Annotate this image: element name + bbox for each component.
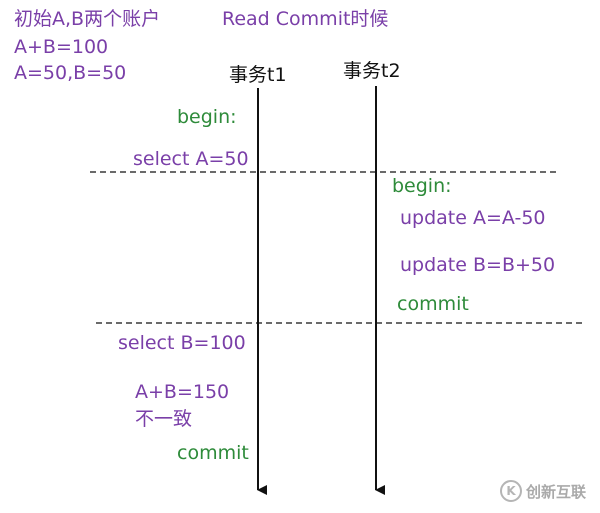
t1-begin: begin:	[177, 106, 237, 128]
watermark: K 创新互联	[500, 476, 596, 506]
transaction-t1-label: 事务t1	[229, 64, 287, 86]
t1-select-a: select A=50	[133, 148, 249, 170]
isolation-level-title: Read Commit时候	[222, 8, 389, 30]
chuangxin-logo-icon: K	[500, 480, 522, 502]
transaction-t2-label: 事务t2	[343, 60, 401, 82]
watermark-text: 创新互联	[526, 482, 587, 501]
t2-update-a: update A=A-50	[400, 207, 546, 229]
t2-update-b: update B=B+50	[400, 254, 556, 276]
t1-sum-result: A+B=150	[135, 381, 230, 403]
t2-begin: begin:	[392, 175, 452, 197]
initial-sum-line: A+B=100	[14, 36, 109, 58]
t1-select-b: select B=100	[118, 332, 246, 354]
t2-commit: commit	[397, 293, 469, 315]
initial-accounts-title: 初始A,B两个账户	[14, 8, 161, 30]
t1-commit: commit	[177, 442, 249, 464]
t1-inconsistent-note: 不一致	[135, 408, 193, 430]
initial-values-line: A=50,B=50	[14, 62, 127, 84]
